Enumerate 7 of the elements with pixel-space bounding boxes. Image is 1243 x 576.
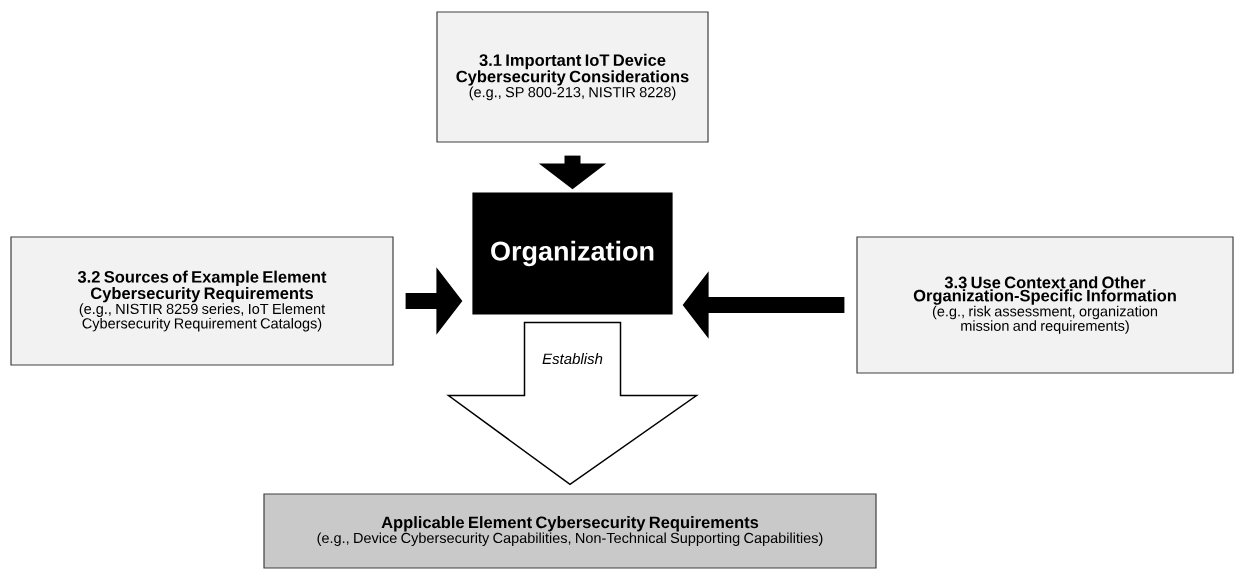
process-box: 3.3 Use Context and Other Organization-Specific Information (e.g., risk assessment, organization mission and requirements) <box>856 236 1234 374</box>
edge-label: Establish <box>540 351 605 367</box>
process-box: 3.1 Important IoT Device Cybersecurity Considerations (e.g., SP 800-213, NISTIR 8228) <box>436 11 709 143</box>
block-arrow <box>446 321 699 486</box>
process-box: 3.2 Sources of Example Element Cybersecurity Requirements (e.g., NISTIR 8259 series, IoT Element Cybersecurity Requirement Catalogs) <box>10 236 394 366</box>
organization-box: Organization <box>472 192 673 315</box>
result-box: Applicable Element Cybersecurity Requirements (e.g., Device Cybersecurity Capabilities, Non-Technical Supporting Capabilities) <box>263 493 877 569</box>
